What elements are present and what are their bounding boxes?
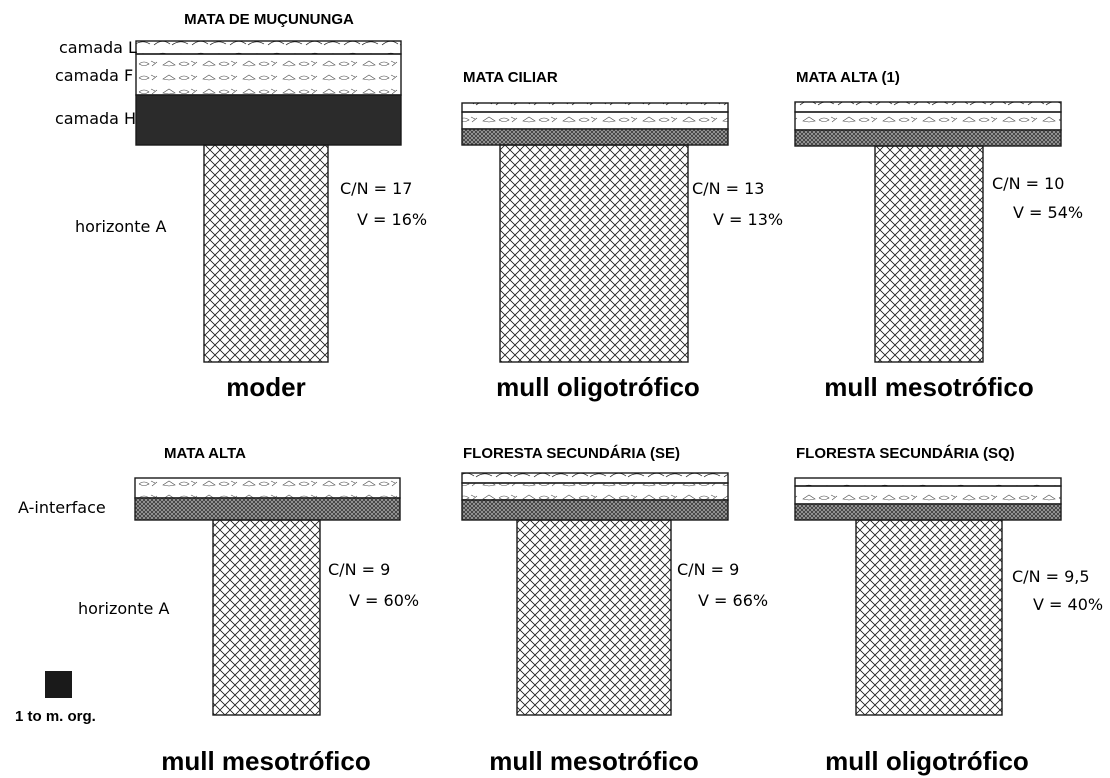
humus-type-label: mull mesotrófico [161, 746, 370, 776]
panel-mata-de-mucununga: MATA DE MUÇUNUNGA C/N = 17 V = 16% moder [135, 11, 427, 402]
a-interface-layer [134, 497, 401, 521]
horizon-a-column [212, 519, 321, 716]
humus-type-label: mull oligotrófico [496, 372, 700, 402]
panel-floresta-secundaria-sq: FLORESTA SECUNDÁRIA (SQ) C/N = 9,5 V = 4… [794, 445, 1103, 776]
panel-title: MATA DE MUÇUNUNGA [184, 11, 354, 28]
cn-ratio: C/N = 9,5 [1012, 567, 1090, 586]
humus-type-label: mull oligotrófico [825, 746, 1029, 776]
panel-title: MATA CILIAR [463, 69, 558, 86]
layer-h-label: camada H [55, 109, 136, 128]
panel-title: FLORESTA SECUNDÁRIA (SQ) [796, 445, 1015, 462]
layer-l [135, 40, 402, 55]
layer-l [461, 102, 729, 113]
layer-l [794, 101, 1062, 113]
a-interface-layer [461, 499, 729, 521]
cn-ratio: C/N = 10 [992, 174, 1064, 193]
horizon-a-label: horizonte A [75, 217, 166, 236]
layer-l-f [134, 477, 401, 499]
horizon-a-column [874, 145, 984, 363]
cn-ratio: C/N = 9 [328, 560, 390, 579]
panel-title: FLORESTA SECUNDÁRIA (SE) [463, 445, 680, 462]
a-interface-layer [461, 128, 729, 146]
base-saturation: V = 66% [698, 591, 768, 610]
humus-type-label: mull mesotrófico [824, 372, 1033, 402]
legend: 1 to m. org. [15, 671, 96, 725]
cn-ratio: C/N = 9 [677, 560, 739, 579]
layer-l [461, 472, 729, 484]
layer-f-label: camada F [55, 66, 133, 85]
panel-mata-ciliar: MATA CILIAR C/N = 13 V = 13% mull oligot… [461, 69, 783, 402]
cn-ratio: C/N = 17 [340, 179, 412, 198]
humus-type-label: mull mesotrófico [489, 746, 698, 776]
layer-f [794, 485, 1062, 505]
horizon-a-column [499, 144, 689, 363]
base-saturation: V = 40% [1033, 595, 1103, 614]
humus-type-label: moder [226, 372, 305, 402]
a-interface-layer [794, 129, 1062, 147]
base-saturation: V = 54% [1013, 203, 1083, 222]
panel-title: MATA ALTA (1) [796, 69, 900, 86]
layer-l [794, 477, 1062, 487]
legend-label: 1 to m. org. [15, 708, 96, 725]
layer-h [135, 94, 402, 146]
organic-matter-swatch [45, 671, 72, 698]
base-saturation: V = 13% [713, 210, 783, 229]
panel-mata-alta: MATA ALTA C/N = 9 V = 60% mull mesotrófi… [134, 445, 419, 776]
base-saturation: V = 60% [349, 591, 419, 610]
a-interface-layer [794, 503, 1062, 521]
panel-mata-alta-1: MATA ALTA (1) C/N = 10 V = 54% mull meso… [794, 69, 1083, 402]
a-interface-label: A-interface [18, 498, 106, 517]
layer-f [135, 53, 402, 96]
horizon-a-column [855, 519, 1003, 716]
cn-ratio: C/N = 13 [692, 179, 764, 198]
panel-floresta-secundaria-se: FLORESTA SECUNDÁRIA (SE) C/N = 9 V = 66%… [461, 445, 768, 776]
horizon-a-column [203, 144, 329, 363]
panel-title: MATA ALTA [164, 445, 246, 462]
layer-f [794, 111, 1062, 131]
layer-f [461, 111, 729, 130]
base-saturation: V = 16% [357, 210, 427, 229]
layer-f [461, 482, 729, 501]
horizon-a-label: horizonte A [78, 599, 169, 618]
layer-l-label: camada L [59, 38, 137, 57]
horizon-a-column [516, 519, 672, 716]
